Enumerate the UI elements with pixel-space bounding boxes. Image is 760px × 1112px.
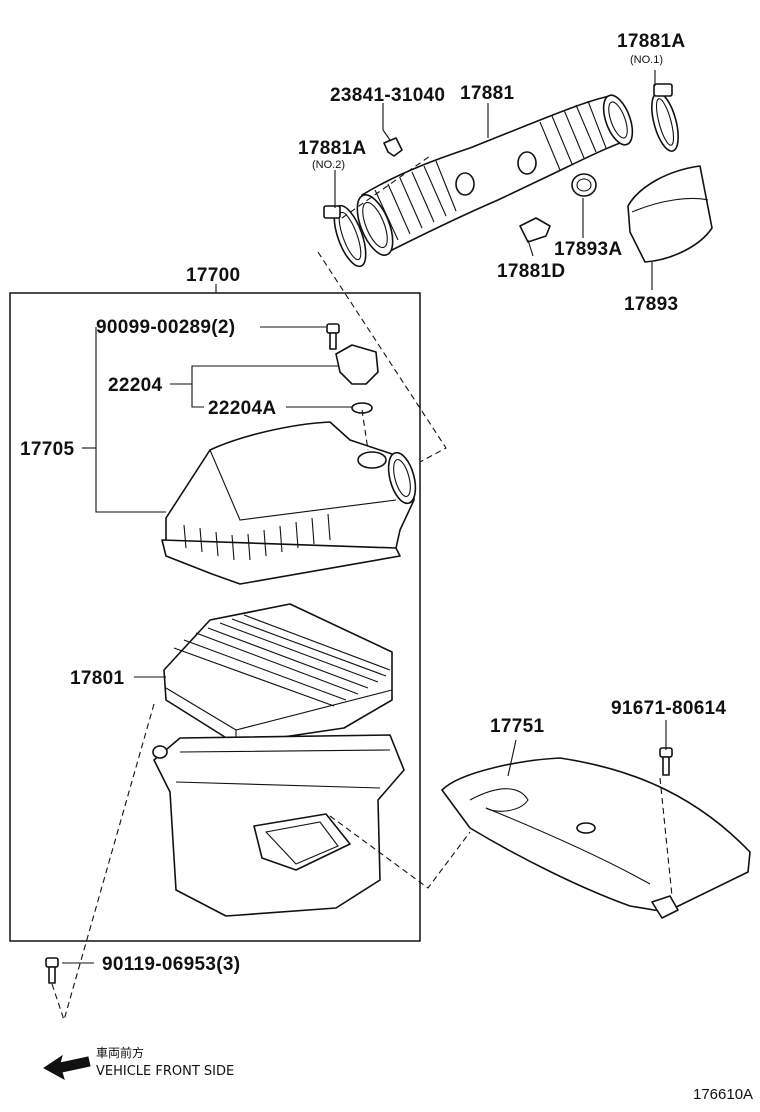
- label-gasket: 22204A: [208, 398, 276, 419]
- label-sensor: 22204: [108, 375, 162, 396]
- arrow-left-icon: [43, 1054, 91, 1081]
- clamp-no2-part: [323, 204, 367, 268]
- label-duct: 17751: [490, 716, 544, 737]
- label-assembly: 17700: [186, 265, 240, 286]
- label-bolt-case: 90119-06953(3): [102, 954, 240, 975]
- air-duct-part: [441, 757, 751, 919]
- sensor-screw-part: [326, 323, 340, 350]
- air-cleaner-cap-part: [161, 421, 417, 585]
- label-clamp-no1-note: (NO.1): [630, 54, 663, 66]
- label-clamp-no2-note: (NO.2): [312, 159, 345, 171]
- clamp-no1-part: [651, 83, 679, 152]
- filter-element-part: [163, 603, 393, 745]
- label-elbow: 17881D: [497, 261, 565, 282]
- hose-clip-part: [383, 137, 403, 157]
- label-hose-clamp: 17893A: [554, 239, 622, 260]
- air-flow-sensor-part: [335, 344, 379, 385]
- label-hose: 17881: [460, 83, 514, 104]
- hose-clamp-part: [571, 173, 597, 197]
- duct-bolt-part: [659, 747, 673, 776]
- label-screw-top: 90099-00289(2): [96, 317, 235, 338]
- elbow-part: [519, 217, 551, 243]
- label-clamp-no2: 17881A: [298, 138, 366, 159]
- label-cap: 17705: [20, 439, 74, 460]
- figure-number: 176610A: [693, 1086, 753, 1103]
- assembly-box: [9, 292, 421, 942]
- label-resonator: 17893: [624, 294, 678, 315]
- label-bolt-duct: 91671-80614: [611, 698, 726, 719]
- resonator-part: [627, 165, 713, 263]
- intake-hose-part: [356, 94, 634, 256]
- case-bolt-part: [45, 957, 59, 984]
- label-element: 17801: [70, 668, 124, 689]
- label-clip: 23841-31040: [330, 85, 445, 106]
- direction-japanese: 車両前方: [96, 1045, 144, 1060]
- air-cleaner-case-part: [152, 734, 405, 917]
- label-clamp-no1: 17881A: [617, 31, 685, 52]
- direction-english: VEHICLE FRONT SIDE: [96, 1064, 234, 1079]
